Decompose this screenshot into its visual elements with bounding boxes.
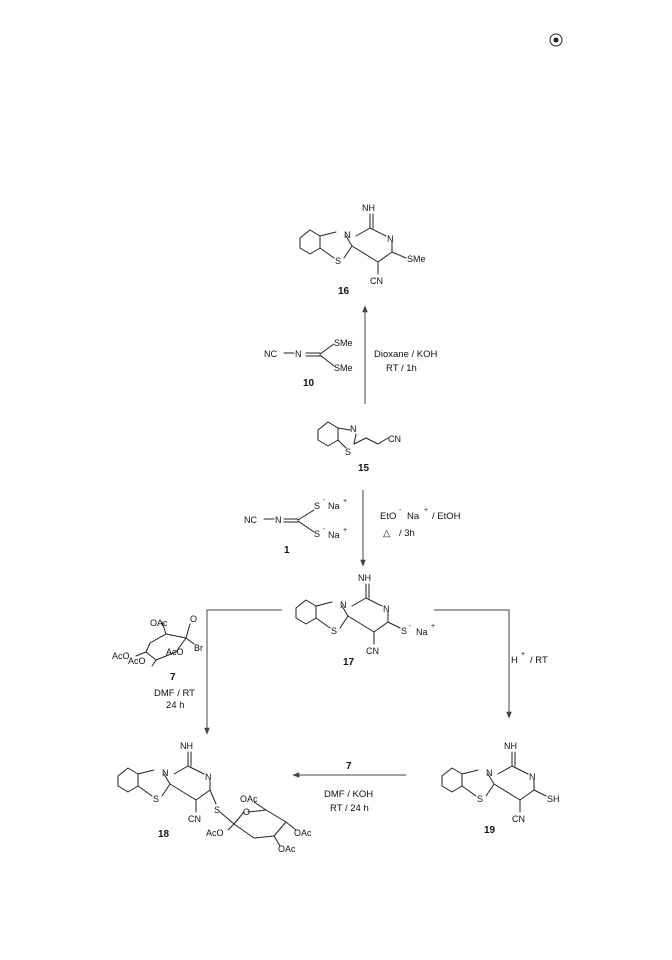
radio-target-icon: [549, 33, 563, 47]
c10-n: N: [295, 349, 302, 359]
c1-minus2: -: [323, 526, 326, 533]
c7-aco2: AcO: [166, 647, 184, 657]
c1-minus1: -: [323, 497, 326, 504]
cond-17: EtO - Na + / EtOH △ / 3h: [380, 507, 461, 539]
cond-17-line2: / 3h: [399, 528, 415, 539]
cond-16-line2: RT / 1h: [386, 363, 417, 374]
cond-19-acid: H: [511, 655, 518, 666]
c18-aco3: AcO: [206, 828, 224, 838]
c18-imine: NH: [180, 741, 193, 751]
arrow-17-to-19: [434, 609, 512, 719]
c18-oac2: OAc: [294, 828, 312, 838]
c7-aco3: AcO: [128, 656, 146, 666]
c1-n: N: [275, 515, 282, 525]
c17-ring-n2: N: [383, 604, 390, 614]
c16-ring-s: S: [335, 256, 341, 266]
c19-ring-s: S: [477, 794, 483, 804]
compound-1: NC N S - Na + S - Na + 1: [244, 497, 347, 556]
cond-from19-line1: DMF / KOH: [324, 789, 373, 800]
compound-18: NH N N S S CN O OAc OAc AcO OAc 18: [117, 741, 312, 854]
c7-aco4: AcO: [112, 651, 130, 661]
c16-imine: NH: [362, 203, 375, 213]
c19-number: 19: [484, 825, 496, 836]
arrow-17-to-18: [204, 609, 282, 735]
c10-sme-top: SMe: [334, 338, 353, 348]
c19-cn: CN: [512, 814, 525, 824]
c16-sme: SMe: [407, 254, 426, 264]
c7-oac1: OAc: [150, 618, 168, 628]
c17-ring-n: N: [340, 600, 347, 610]
c10-sme-bottom: SMe: [334, 363, 353, 373]
c18-ring-s: S: [153, 794, 159, 804]
c18-ring-n2: N: [205, 772, 212, 782]
c17-plus: +: [431, 623, 435, 630]
c1-na2: Na: [328, 530, 340, 540]
cond-17-na: Na: [407, 511, 420, 522]
c18-oac4: OAc: [278, 844, 296, 854]
c15-number: 15: [358, 463, 370, 474]
c15-cn: CN: [388, 434, 401, 444]
cond-from19-reagent: 7: [346, 761, 352, 772]
cond-17-eto: EtO: [380, 511, 396, 522]
c1-s2: S: [314, 529, 320, 539]
c19-imine: NH: [504, 741, 517, 751]
c1-plus2: +: [343, 527, 347, 534]
c15-ring-s: S: [345, 447, 351, 457]
c17-s-anion: S: [401, 626, 407, 636]
cond-17-plus: +: [424, 507, 428, 514]
c17-na: Na: [416, 627, 428, 637]
compound-15: N S CN 15: [317, 421, 401, 474]
c16-ring-n2: N: [387, 234, 394, 244]
cond-from19-line2: RT / 24 h: [330, 803, 369, 814]
c17-imine: NH: [358, 573, 371, 583]
c10-nc: NC: [264, 349, 277, 359]
c15-ring-n: N: [350, 424, 357, 434]
cond-16-line1: Dioxane / KOH: [374, 349, 437, 360]
cond-19-plus: +: [521, 651, 525, 658]
compound-19: NH N N S SH CN 19: [441, 741, 560, 836]
c18-number: 18: [158, 829, 170, 840]
c1-plus1: +: [343, 498, 347, 505]
cond-19-rest: / RT: [530, 655, 548, 666]
heat-triangle-icon: △: [383, 528, 391, 539]
compound-10: NC N SMe SMe 10: [264, 338, 353, 389]
c7-o: O: [190, 614, 197, 624]
c18-link-s: S: [214, 805, 220, 815]
c18-cn: CN: [188, 814, 201, 824]
cond-18-line2: 24 h: [166, 700, 185, 711]
c17-cn: CN: [366, 646, 379, 656]
c18-ring-o: O: [243, 807, 250, 817]
c17-number: 17: [343, 657, 355, 668]
c7-br: Br: [194, 643, 203, 653]
c19-ring-n: N: [486, 768, 493, 778]
c18-ring-n: N: [162, 768, 169, 778]
compound-17: NH N N S S - Na + CN 17: [295, 573, 435, 668]
cond-18-line1: DMF / RT: [154, 688, 195, 699]
compound-7: OAc O Br AcO AcO AcO 7: [112, 614, 203, 683]
c1-s1: S: [314, 501, 320, 511]
c10-number: 10: [303, 378, 315, 389]
c16-number: 16: [338, 286, 350, 297]
cond-17-minus: -: [399, 507, 402, 514]
c16-cn: CN: [370, 276, 383, 286]
c1-na1: Na: [328, 501, 340, 511]
c1-number: 1: [284, 545, 290, 556]
c18-oac1: OAc: [240, 794, 258, 804]
compound-16: NH N N S SMe CN 16: [299, 203, 426, 297]
c16-ring-n: N: [344, 230, 351, 240]
c19-ring-n2: N: [529, 772, 536, 782]
c17-ring-s: S: [331, 626, 337, 636]
c19-sh: SH: [547, 794, 560, 804]
cond-17-etoh: / EtOH: [432, 511, 461, 522]
c1-nc: NC: [244, 515, 257, 525]
c7-number: 7: [170, 672, 176, 683]
c17-minus: -: [409, 623, 412, 630]
